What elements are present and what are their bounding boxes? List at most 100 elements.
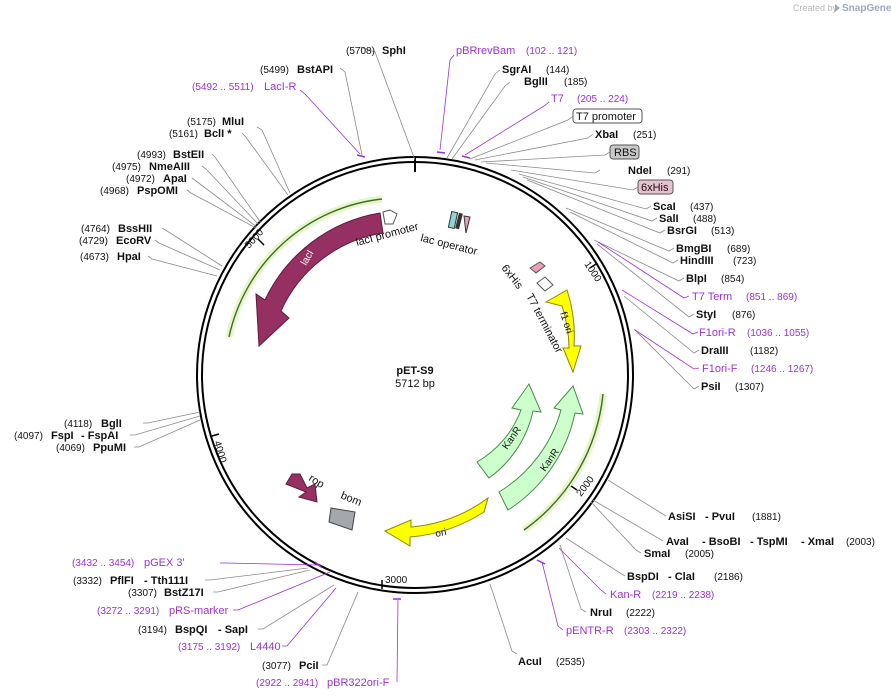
feature-lac-operator[interactable] (447, 210, 471, 234)
site-BlpI[interactable]: BlpI (854) (686, 273, 744, 285)
site-BstZ17I[interactable]: (3307) BstZ17I (128, 587, 204, 599)
site-PflFI[interactable]: (3332) PflFI - Tth111I (73, 575, 188, 587)
svg-text:- Tth111I: - Tth111I (144, 575, 188, 587)
site-AsiSI[interactable]: AsiSI - PvuI (1881) (668, 511, 781, 523)
primer-pENTR-R[interactable]: pENTR-R (2303 .. 2322) (566, 625, 686, 637)
svg-text:(205 .. 224): (205 .. 224) (577, 94, 628, 105)
site-HindIII[interactable]: HindIII (723) (680, 255, 756, 267)
svg-text:BspDI: BspDI (627, 571, 659, 583)
svg-text:(3272 .. 3291): (3272 .. 3291) (97, 606, 159, 617)
svg-text:F1ori-R: F1ori-R (699, 327, 736, 339)
feature-KanR-1[interactable] (476, 382, 542, 479)
svg-text:NruI: NruI (590, 607, 612, 619)
svg-text:(3432 .. 3454): (3432 .. 3454) (72, 558, 134, 569)
label-6xHis[interactable]: 6xHis (510, 169, 674, 195)
site-PsiI[interactable]: PsiI (1307) (701, 381, 764, 393)
svg-text:- XmaI: - XmaI (801, 536, 834, 548)
site-ScaI[interactable]: ScaI (437) (653, 201, 713, 213)
svg-text:SphI: SphI (382, 45, 406, 57)
primer-pRS-marker[interactable]: (3272 .. 3291) pRS-marker (97, 605, 229, 617)
feature-bom[interactable] (328, 507, 356, 531)
site-NdeI[interactable]: NdeI (291) (628, 165, 690, 177)
svg-text:PciI: PciI (299, 660, 319, 672)
primer-pBRrevBam[interactable]: pBRrevBam (102 .. 121) (456, 45, 577, 57)
primer-T7-Term[interactable]: T7 Term (851 .. 869) (692, 291, 797, 303)
site-SgrAI[interactable]: SgrAI (144) (502, 64, 569, 76)
svg-text:(5161): (5161) (169, 129, 198, 140)
svg-text:(4972): (4972) (126, 174, 155, 185)
site-BmgBI[interactable]: BmgBI (689) (676, 243, 750, 255)
primer-L4440[interactable]: (3175 .. 3192) L4440 (178, 641, 281, 653)
feature-6xHis[interactable] (529, 261, 554, 292)
site-SphI[interactable]: (5708) SphI (346, 45, 406, 57)
site-DraIII[interactable]: DraIII (1182) (701, 345, 778, 357)
site-StyI[interactable]: StyI (876) (696, 309, 755, 321)
site-BspDI[interactable]: BspDI - ClaI (2186) (627, 571, 743, 583)
primer-LacI-R[interactable]: (5492 .. 5511) LacI-R (192, 81, 296, 93)
svg-text:DraIII: DraIII (701, 345, 729, 357)
svg-text:NmeAIII: NmeAIII (149, 161, 190, 173)
svg-text:FspI: FspI (51, 430, 74, 442)
site-MluI[interactable]: (5175) MluI (187, 116, 244, 128)
svg-text:pGEX 3': pGEX 3' (144, 557, 185, 569)
tick-1000: 1000 (582, 260, 604, 285)
svg-text:(4729): (4729) (79, 236, 108, 247)
svg-text:HindIII: HindIII (680, 255, 714, 267)
site-HpaI[interactable]: (4673) HpaI (80, 251, 141, 263)
site-FspI[interactable]: (4097) FspI - FspAI (14, 430, 118, 442)
primer-Kan-R[interactable]: Kan-R (2219 .. 2238) (610, 589, 714, 601)
site-ApaI[interactable]: (4972) ApaI (126, 173, 187, 185)
site-AvaI[interactable]: AvaI - BsoBI - TspMI - XmaI (2003) (666, 536, 875, 548)
svg-text:F1ori-F: F1ori-F (702, 363, 738, 375)
feature-KanR-2[interactable] (498, 385, 584, 511)
site-NmeAIII[interactable]: (4975) NmeAIII (112, 161, 190, 173)
tick-3000: 3000 (381, 575, 408, 589)
site-BglI[interactable]: (4118) BglI (64, 418, 122, 430)
site-SmaI[interactable]: SmaI (2005) (644, 548, 714, 560)
svg-text:PflFI: PflFI (110, 575, 134, 587)
site-PspOMI[interactable]: (4968) PspOMI (100, 185, 178, 197)
svg-text:(4968): (4968) (100, 186, 129, 197)
svg-text:(185): (185) (564, 77, 587, 88)
svg-text:pBRrevBam: pBRrevBam (456, 45, 515, 57)
svg-text:(2303 .. 2322): (2303 .. 2322) (624, 626, 686, 637)
feature-ori[interactable] (383, 496, 489, 547)
primer-T7[interactable]: T7 (205 .. 224) (551, 93, 628, 105)
svg-text:(2005): (2005) (685, 549, 714, 560)
svg-text:(2186): (2186) (714, 572, 743, 583)
primer-pGEX-3[interactable]: (3432 .. 3454) pGEX 3' (72, 557, 185, 569)
svg-text:(5499): (5499) (260, 65, 289, 76)
feature-lacI-promoter[interactable] (382, 209, 398, 225)
feature-f1-ori[interactable] (544, 289, 582, 374)
site-EcoRV[interactable]: (4729) EcoRV (79, 235, 152, 247)
svg-text:(851 .. 869): (851 .. 869) (746, 292, 797, 303)
site-PciI[interactable]: (3077) PciI (262, 660, 319, 672)
svg-text:(2922 .. 2941): (2922 .. 2941) (256, 678, 318, 689)
site-XbaI[interactable]: XbaI (251) (595, 129, 656, 141)
primer-F1ori-F[interactable]: F1ori-F (1246 .. 1267) (702, 363, 813, 375)
label-T7-promoter[interactable]: T7 promoter (469, 108, 643, 160)
primer-pBR322ori-F[interactable]: (2922 .. 2941) pBR322ori-F (256, 677, 390, 689)
primer-leaders (220, 54, 700, 682)
site-BclI[interactable]: (5161) BclI * (169, 128, 232, 140)
primer-F1ori-R[interactable]: F1ori-R (1036 .. 1055) (699, 327, 809, 339)
svg-text:BspQI: BspQI (175, 624, 207, 636)
site-BssHII[interactable]: (4764) BssHII (81, 223, 152, 235)
label-RBS[interactable]: RBS (480, 144, 640, 163)
svg-text:(3194): (3194) (138, 625, 167, 636)
site-PpuMI[interactable]: (4069) PpuMI (56, 442, 126, 454)
feature-lacI[interactable] (255, 212, 384, 348)
svg-text:StyI: StyI (696, 309, 716, 321)
site-BstAPI[interactable]: (5499) BstAPI (260, 64, 333, 76)
site-NruI[interactable]: NruI (2222) (590, 607, 655, 619)
site-BsrGI[interactable]: BsrGI (513) (667, 225, 734, 237)
feature-rop[interactable] (285, 473, 318, 503)
site-SalI[interactable]: SalI (488) (659, 213, 716, 225)
svg-text:BlpI: BlpI (686, 273, 707, 285)
site-BspQI[interactable]: (3194) BspQI - SapI (138, 624, 248, 636)
site-BstEII[interactable]: (4993) BstEII (137, 149, 204, 161)
svg-text:SmaI: SmaI (644, 548, 670, 560)
svg-text:pBR322ori-F: pBR322ori-F (327, 677, 390, 689)
site-AcuI[interactable]: AcuI (2535) (518, 656, 585, 668)
site-BglII[interactable]: BglII (185) (524, 76, 587, 88)
